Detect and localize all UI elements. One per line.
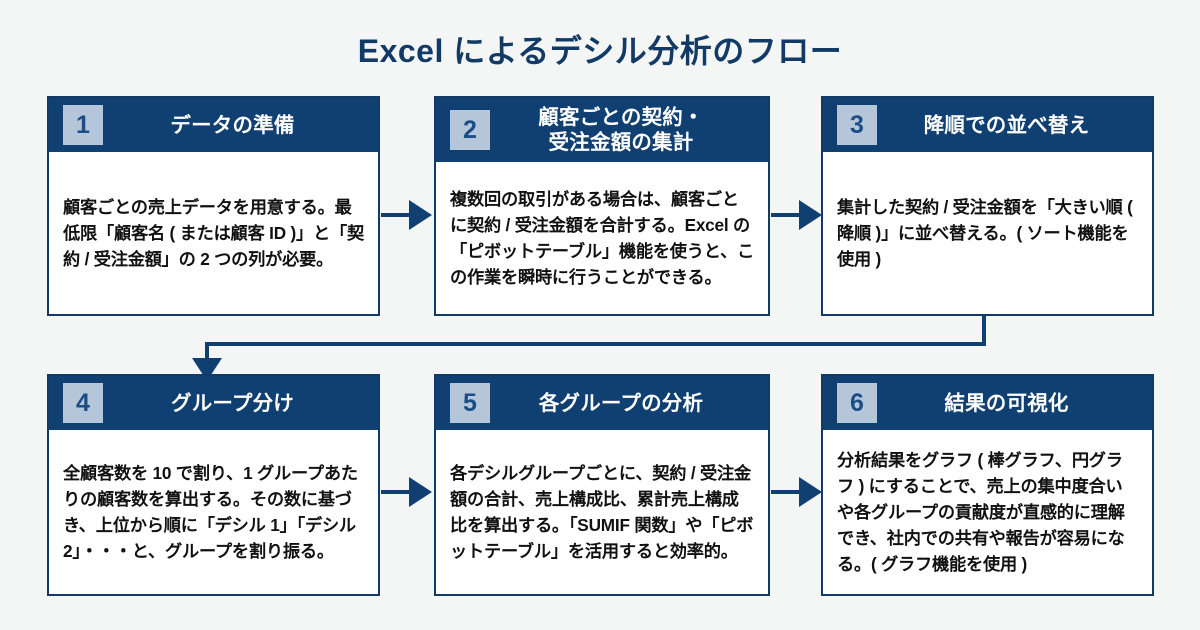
step-2-header: 2 顧客ごとの契約・ 受注金額の集計 — [436, 98, 768, 162]
step-box-5: 5 各グループの分析 各デシルグループごとに、契約 / 受注金額の合計、売上構成… — [434, 374, 770, 596]
step-1-body: 顧客ごとの売上データを用意する。最低限「顧客名 ( または顧客 ID )」と「契… — [49, 152, 378, 314]
step-1-body-text: 顧客ごとの売上データを用意する。最低限「顧客名 ( または顧客 ID )」と「契… — [63, 196, 364, 270]
step-4-title-line1: グループ分け — [171, 391, 294, 415]
step-2-title: 顧客ごとの契約・ 受注金額の集計 — [490, 105, 758, 155]
arrow-shaft — [771, 490, 803, 494]
step-4-body-text: 全顧客数を 10 で割り、1 グループあたりの顧客数を算出する。その数に基づき、… — [63, 462, 358, 562]
step-5-number-badge: 5 — [450, 383, 490, 423]
step-4-number-badge: 4 — [63, 383, 103, 423]
step-box-6: 6 結果の可視化 分析結果をグラフ ( 棒グラフ、円グラフ ) にすることで、売… — [821, 374, 1154, 596]
step-4-header: 4 グループ分け — [49, 376, 378, 430]
arrow-head — [799, 477, 822, 507]
arrow-shaft-horizontal — [205, 342, 986, 346]
step-box-4: 4 グループ分け 全顧客数を 10 で割り、1 グループあたりの顧客数を算出する… — [47, 374, 380, 596]
arrow-shaft-vertical-down — [982, 316, 986, 346]
arrow-shaft — [381, 490, 413, 494]
step-2-body: 複数回の取引がある場合は、顧客ごとに契約 / 受注金額を合計する。Excel の… — [436, 162, 768, 314]
step-3-title-line1: 降順での並べ替え — [923, 113, 1090, 137]
step-box-3: 3 降順での並べ替え 集計した契約 / 受注金額を「大きい順 ( 降順 )」に並… — [821, 96, 1154, 316]
step-6-title: 結果の可視化 — [877, 391, 1142, 416]
step-6-body-text: 分析結果をグラフ ( 棒グラフ、円グラフ ) にすることで、売上の集中度合いや各… — [837, 449, 1125, 575]
arrow-head — [409, 477, 432, 507]
step-3-title: 降順での並べ替え — [877, 113, 1142, 138]
step-4-body: 全顧客数を 10 で割り、1 グループあたりの顧客数を算出する。その数に基づき、… — [49, 430, 378, 594]
step-3-body: 集計した契約 / 受注金額を「大きい順 ( 降順 )」に並べ替える。( ソート機… — [823, 152, 1152, 314]
step-5-title: 各グループの分析 — [490, 391, 758, 416]
arrow-head — [799, 200, 822, 230]
step-box-2: 2 顧客ごとの契約・ 受注金額の集計 複数回の取引がある場合は、顧客ごとに契約 … — [434, 96, 770, 316]
step-2-title-line1: 顧客ごとの契約・ — [538, 106, 704, 129]
step-2-body-text: 複数回の取引がある場合は、顧客ごとに契約 / 受注金額を合計する。Excel の… — [450, 188, 755, 288]
arrow-shaft-vertical-enter — [205, 342, 209, 364]
step-6-number-badge: 6 — [837, 383, 877, 423]
step-6-title-line1: 結果の可視化 — [944, 391, 1069, 415]
step-1-title-line1: データの準備 — [170, 113, 295, 137]
step-2-title-line2: 受注金額の集計 — [548, 131, 694, 154]
step-5-title-line1: 各グループの分析 — [538, 391, 704, 415]
step-6-header: 6 結果の可視化 — [823, 376, 1152, 430]
step-6-body: 分析結果をグラフ ( 棒グラフ、円グラフ ) にすることで、売上の集中度合いや各… — [823, 430, 1152, 594]
step-1-header: 1 データの準備 — [49, 98, 378, 152]
step-3-header: 3 降順での並べ替え — [823, 98, 1152, 152]
step-2-number-badge: 2 — [450, 110, 490, 150]
step-5-header: 5 各グループの分析 — [436, 376, 768, 430]
step-4-title: グループ分け — [103, 391, 368, 416]
step-5-body-text: 各デシルグループごとに、契約 / 受注金額の合計、売上構成比、累計売上構成比を算… — [450, 462, 754, 562]
arrow-head — [409, 200, 432, 230]
step-3-body-text: 集計した契約 / 受注金額を「大きい順 ( 降順 )」に並べ替える。( ソート機… — [837, 196, 1133, 270]
step-1-title: データの準備 — [103, 113, 368, 138]
arrow-shaft — [381, 213, 413, 217]
arrow-shaft — [771, 213, 803, 217]
step-5-body: 各デシルグループごとに、契約 / 受注金額の合計、売上構成比、累計売上構成比を算… — [436, 430, 768, 594]
step-box-1: 1 データの準備 顧客ごとの売上データを用意する。最低限「顧客名 ( または顧客… — [47, 96, 380, 316]
step-1-number-badge: 1 — [63, 105, 103, 145]
page-title: Excel によるデシル分析のフロー — [357, 33, 843, 69]
step-3-number-badge: 3 — [837, 105, 877, 145]
